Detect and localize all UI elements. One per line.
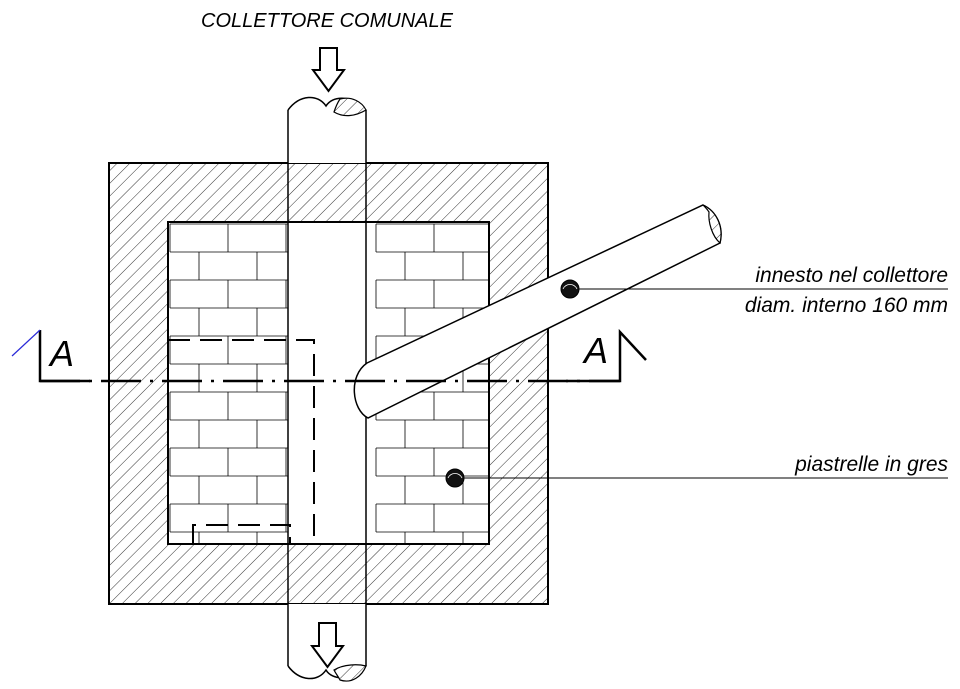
leader-tiles [445,468,948,488]
title-label: COLLETTORE COMUNALE [201,10,454,32]
flow-arrow-down-bottom-icon [310,622,345,669]
main-collector-pipe [287,96,367,682]
flow-arrow-down-top-icon [311,47,346,93]
connection-label-line2: diam. interno 160 mm [745,294,948,317]
section-line [11,328,647,383]
connection-label-line1: innesto nel collettore [755,264,948,287]
section-label-left: A [48,333,74,374]
hidden-outline [168,339,315,544]
manhole-chamber [167,221,490,545]
tile-pattern-left [169,223,288,544]
section-label-right: A [582,330,608,371]
leader-connection [560,279,948,299]
tiles-label: piastrelle in gres [794,453,948,476]
